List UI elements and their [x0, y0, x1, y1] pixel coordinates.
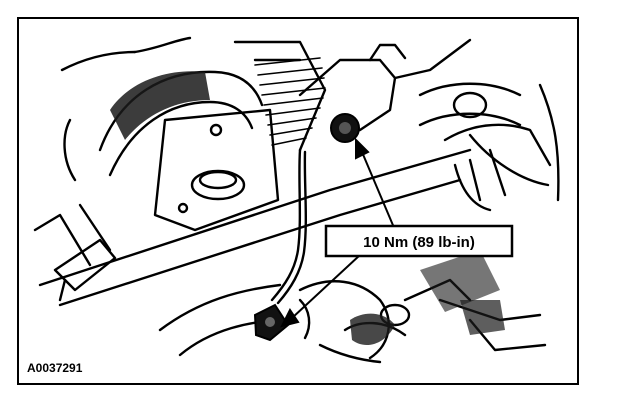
upper-bracket-top — [368, 43, 407, 62]
wire-harness-2 — [276, 150, 308, 305]
arrow-head-lower — [280, 308, 300, 328]
left-bracket — [33, 213, 92, 267]
left-tube — [53, 238, 117, 292]
plate-rivet-1 — [177, 202, 189, 214]
right-pipe-end — [452, 91, 488, 119]
leader-lines — [280, 137, 396, 328]
line-art — [33, 36, 560, 364]
lower-bracket — [158, 283, 282, 332]
upper-rod — [393, 38, 472, 80]
frame-rail-bottom — [58, 178, 462, 307]
top-panel — [233, 40, 327, 152]
leader-to-lower-bolt — [291, 254, 361, 319]
right-rib-1 — [468, 158, 482, 202]
lower-bolt — [253, 303, 290, 342]
leader-to-upper-bolt — [361, 151, 396, 231]
frame-rail-top — [38, 148, 472, 287]
arrow-head-upper — [355, 137, 370, 160]
lower-base-curve — [318, 343, 382, 364]
upper-bolt — [330, 113, 360, 143]
top-contour-2 — [133, 36, 192, 54]
right-curve — [453, 163, 492, 212]
ribbed-shield — [254, 57, 326, 146]
top-left-contour — [60, 50, 137, 72]
torque-callout-text: 10 Nm (89 lb-in) — [363, 234, 475, 251]
right-housing-lower — [468, 133, 550, 187]
right-pipe-top — [418, 82, 522, 97]
wire-harness — [270, 148, 302, 302]
lower-housing — [298, 280, 390, 360]
upper-bracket — [298, 58, 397, 132]
left-bracket-2 — [78, 203, 112, 252]
torque-callout-box — [324, 224, 514, 258]
right-pipe-bottom — [418, 112, 522, 127]
plate-hole-inner — [198, 170, 238, 190]
figure-id: A0037291 — [27, 361, 83, 375]
shading — [110, 71, 505, 345]
mounting-plate — [153, 108, 280, 232]
plate-rivet-2 — [209, 123, 223, 137]
left-tube-end — [58, 278, 67, 302]
right-housing — [443, 123, 552, 167]
hose-end-left — [63, 118, 77, 182]
sensor-loop — [298, 298, 311, 340]
right-rib-2 — [488, 148, 507, 197]
far-right-edge — [538, 83, 560, 202]
torque-callout: 10 Nm (89 lb-in) — [324, 224, 514, 258]
